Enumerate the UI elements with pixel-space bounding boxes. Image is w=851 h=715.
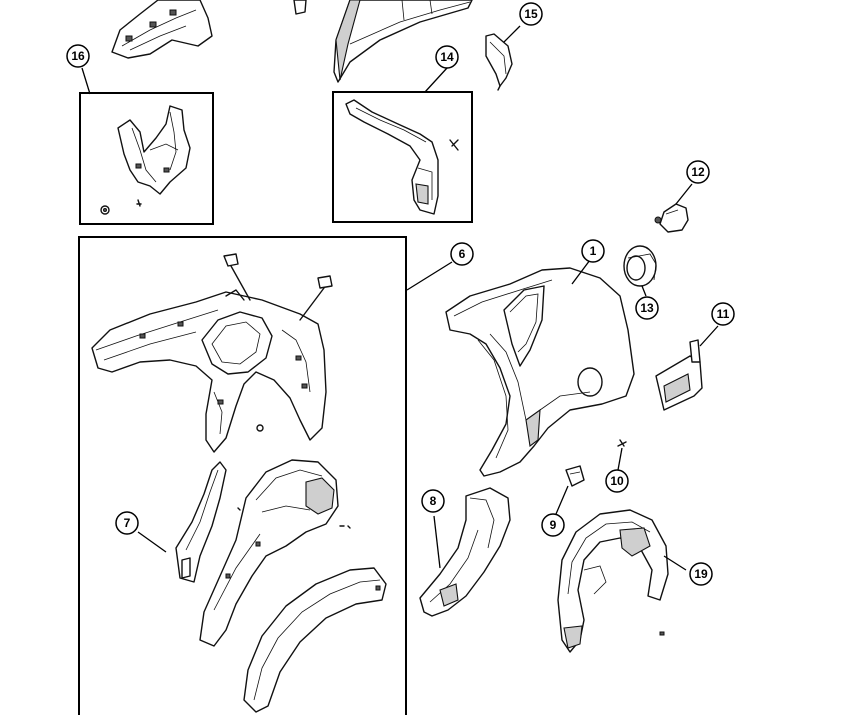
callout-6-label: 6 bbox=[459, 247, 466, 261]
callout-15-label: 15 bbox=[524, 7, 538, 21]
callout-12-label: 12 bbox=[691, 165, 705, 179]
part-16-pillar bbox=[100, 105, 191, 215]
callout-6: 6 bbox=[450, 242, 474, 266]
part-wheelhouse-inner bbox=[199, 459, 351, 647]
callout-9-label: 9 bbox=[550, 518, 557, 532]
callout-10: 10 bbox=[605, 469, 629, 493]
callout-14-label: 14 bbox=[440, 50, 454, 64]
detail-box-inner-quarter bbox=[78, 236, 407, 715]
callout-7: 7 bbox=[115, 511, 139, 535]
part-14-rail bbox=[345, 99, 459, 215]
part-7-pillar bbox=[175, 461, 227, 583]
part-10-clip bbox=[617, 439, 627, 447]
detail-box-14 bbox=[332, 91, 473, 223]
part-12-fuel-door bbox=[654, 203, 689, 233]
part-19-wheel-liner bbox=[557, 509, 669, 653]
callout-11-label: 11 bbox=[717, 307, 730, 321]
callout-16-label: 16 bbox=[71, 49, 85, 63]
leader-lines bbox=[81, 25, 719, 571]
callout-1: 1 bbox=[581, 239, 605, 263]
callout-9: 9 bbox=[541, 513, 565, 537]
callout-1-label: 1 bbox=[590, 244, 597, 258]
part-inner-quarter-structure bbox=[91, 253, 333, 453]
part-8-lower-pillar bbox=[419, 487, 511, 617]
part-9-piece bbox=[565, 465, 585, 487]
part-13-fuel-housing bbox=[623, 245, 657, 287]
callout-8: 8 bbox=[421, 489, 445, 513]
part-11-bracket bbox=[655, 339, 703, 411]
callout-10-label: 10 bbox=[610, 474, 624, 488]
part-top-left-bracket bbox=[111, 0, 213, 59]
detail-box-16 bbox=[79, 92, 214, 225]
callout-15: 15 bbox=[519, 2, 543, 26]
callout-14: 14 bbox=[435, 45, 459, 69]
callout-8-label: 8 bbox=[430, 494, 437, 508]
callout-16: 16 bbox=[66, 44, 90, 68]
part-1-quarter-panel bbox=[445, 267, 635, 477]
part-wheel-arch bbox=[243, 567, 387, 713]
callout-19-label: 19 bbox=[694, 567, 708, 581]
callout-13-label: 13 bbox=[640, 301, 654, 315]
part-15-bracket bbox=[485, 33, 513, 91]
callout-11: 11 bbox=[711, 302, 735, 326]
callout-7-label: 7 bbox=[124, 516, 131, 530]
callout-12: 12 bbox=[686, 160, 710, 184]
callout-13: 13 bbox=[635, 296, 659, 320]
part-top-panel bbox=[333, 0, 473, 83]
callout-19: 19 bbox=[689, 562, 713, 586]
part-top-clip bbox=[293, 0, 307, 15]
